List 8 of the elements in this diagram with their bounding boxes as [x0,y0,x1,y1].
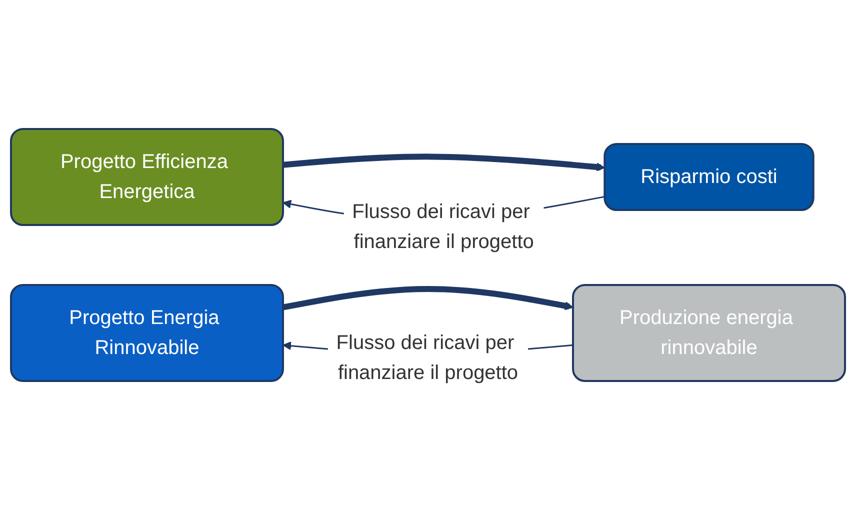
arrow [282,153,605,171]
edge-label: Flusso dei ricavi per finanziare il progetto [336,332,518,384]
node-box: Progetto Energia Rinnovabile [10,284,284,382]
node-box: Progetto Efficienza Energetica [10,128,284,226]
node-box: Produzione energia rinnovabile [572,284,846,382]
node-box: Risparmio costi [603,142,814,210]
arrow [282,286,573,310]
edge-label: Flusso dei ricavi per finanziare il progetto [352,200,534,253]
